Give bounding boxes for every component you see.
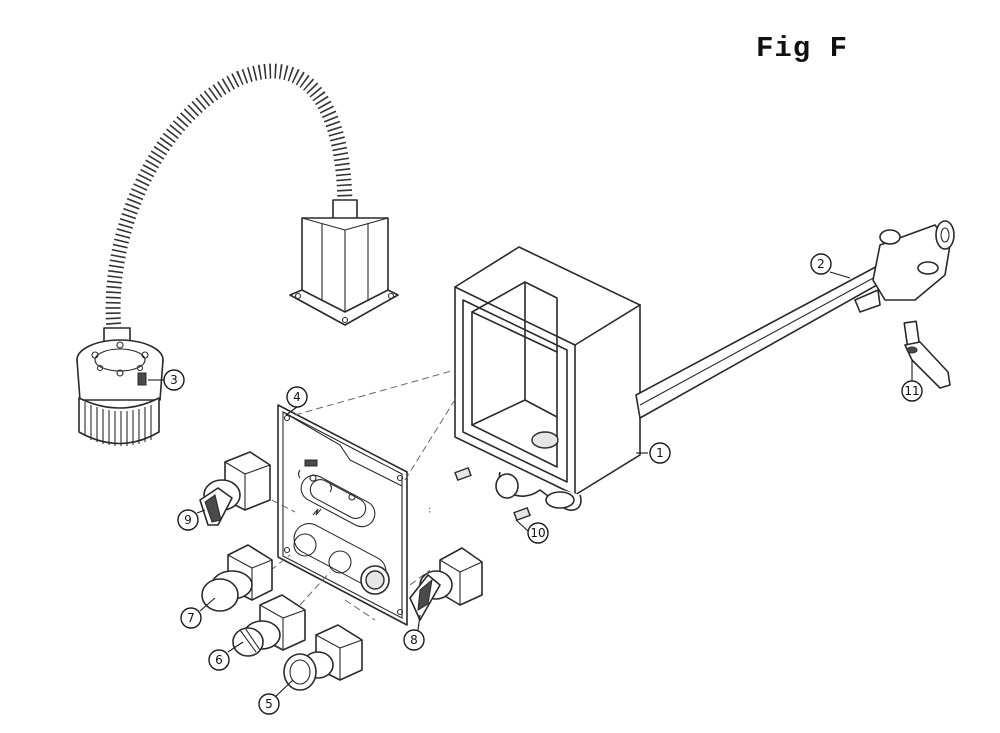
callout-3: 3 (163, 369, 185, 391)
push-button-icon (232, 594, 306, 657)
callouts: 1 2 3 4 5 6 7 8 (148, 253, 923, 715)
svg-text:11: 11 (904, 384, 919, 398)
callout-4: 4 (286, 386, 308, 408)
control-box-icon (454, 246, 641, 511)
callout-7: 7 (180, 607, 202, 629)
selector-switch-icon (409, 547, 483, 621)
lamp-base-icon (289, 199, 399, 326)
callout-11: 11 (901, 380, 923, 402)
figure-title: Fig F (756, 32, 849, 65)
svg-text:8: 8 (410, 633, 418, 647)
control-panel-icon (277, 404, 408, 626)
callout-1: 1 (649, 442, 671, 464)
callout-6: 6 (208, 649, 230, 671)
svg-text:6: 6 (215, 653, 223, 667)
callout-8: 8 (403, 629, 425, 651)
bracket-rod-icon (428, 466, 531, 551)
svg-text:2: 2 (817, 257, 825, 271)
support-arm-icon (635, 220, 955, 419)
svg-text:4: 4 (293, 390, 301, 404)
svg-text:1: 1 (656, 446, 664, 460)
rotary-switch-icon (199, 451, 271, 526)
svg-text:10: 10 (530, 526, 545, 540)
indicator-light-icon (201, 544, 273, 612)
callout-9: 9 (177, 509, 199, 531)
callout-2: 2 (810, 253, 832, 275)
callout-5: 5 (258, 693, 280, 715)
svg-text:5: 5 (265, 697, 273, 711)
svg-text:9: 9 (184, 513, 192, 527)
svg-text:3: 3 (170, 373, 178, 387)
svg-text:7: 7 (187, 611, 195, 625)
callout-10: 10 (527, 522, 549, 544)
